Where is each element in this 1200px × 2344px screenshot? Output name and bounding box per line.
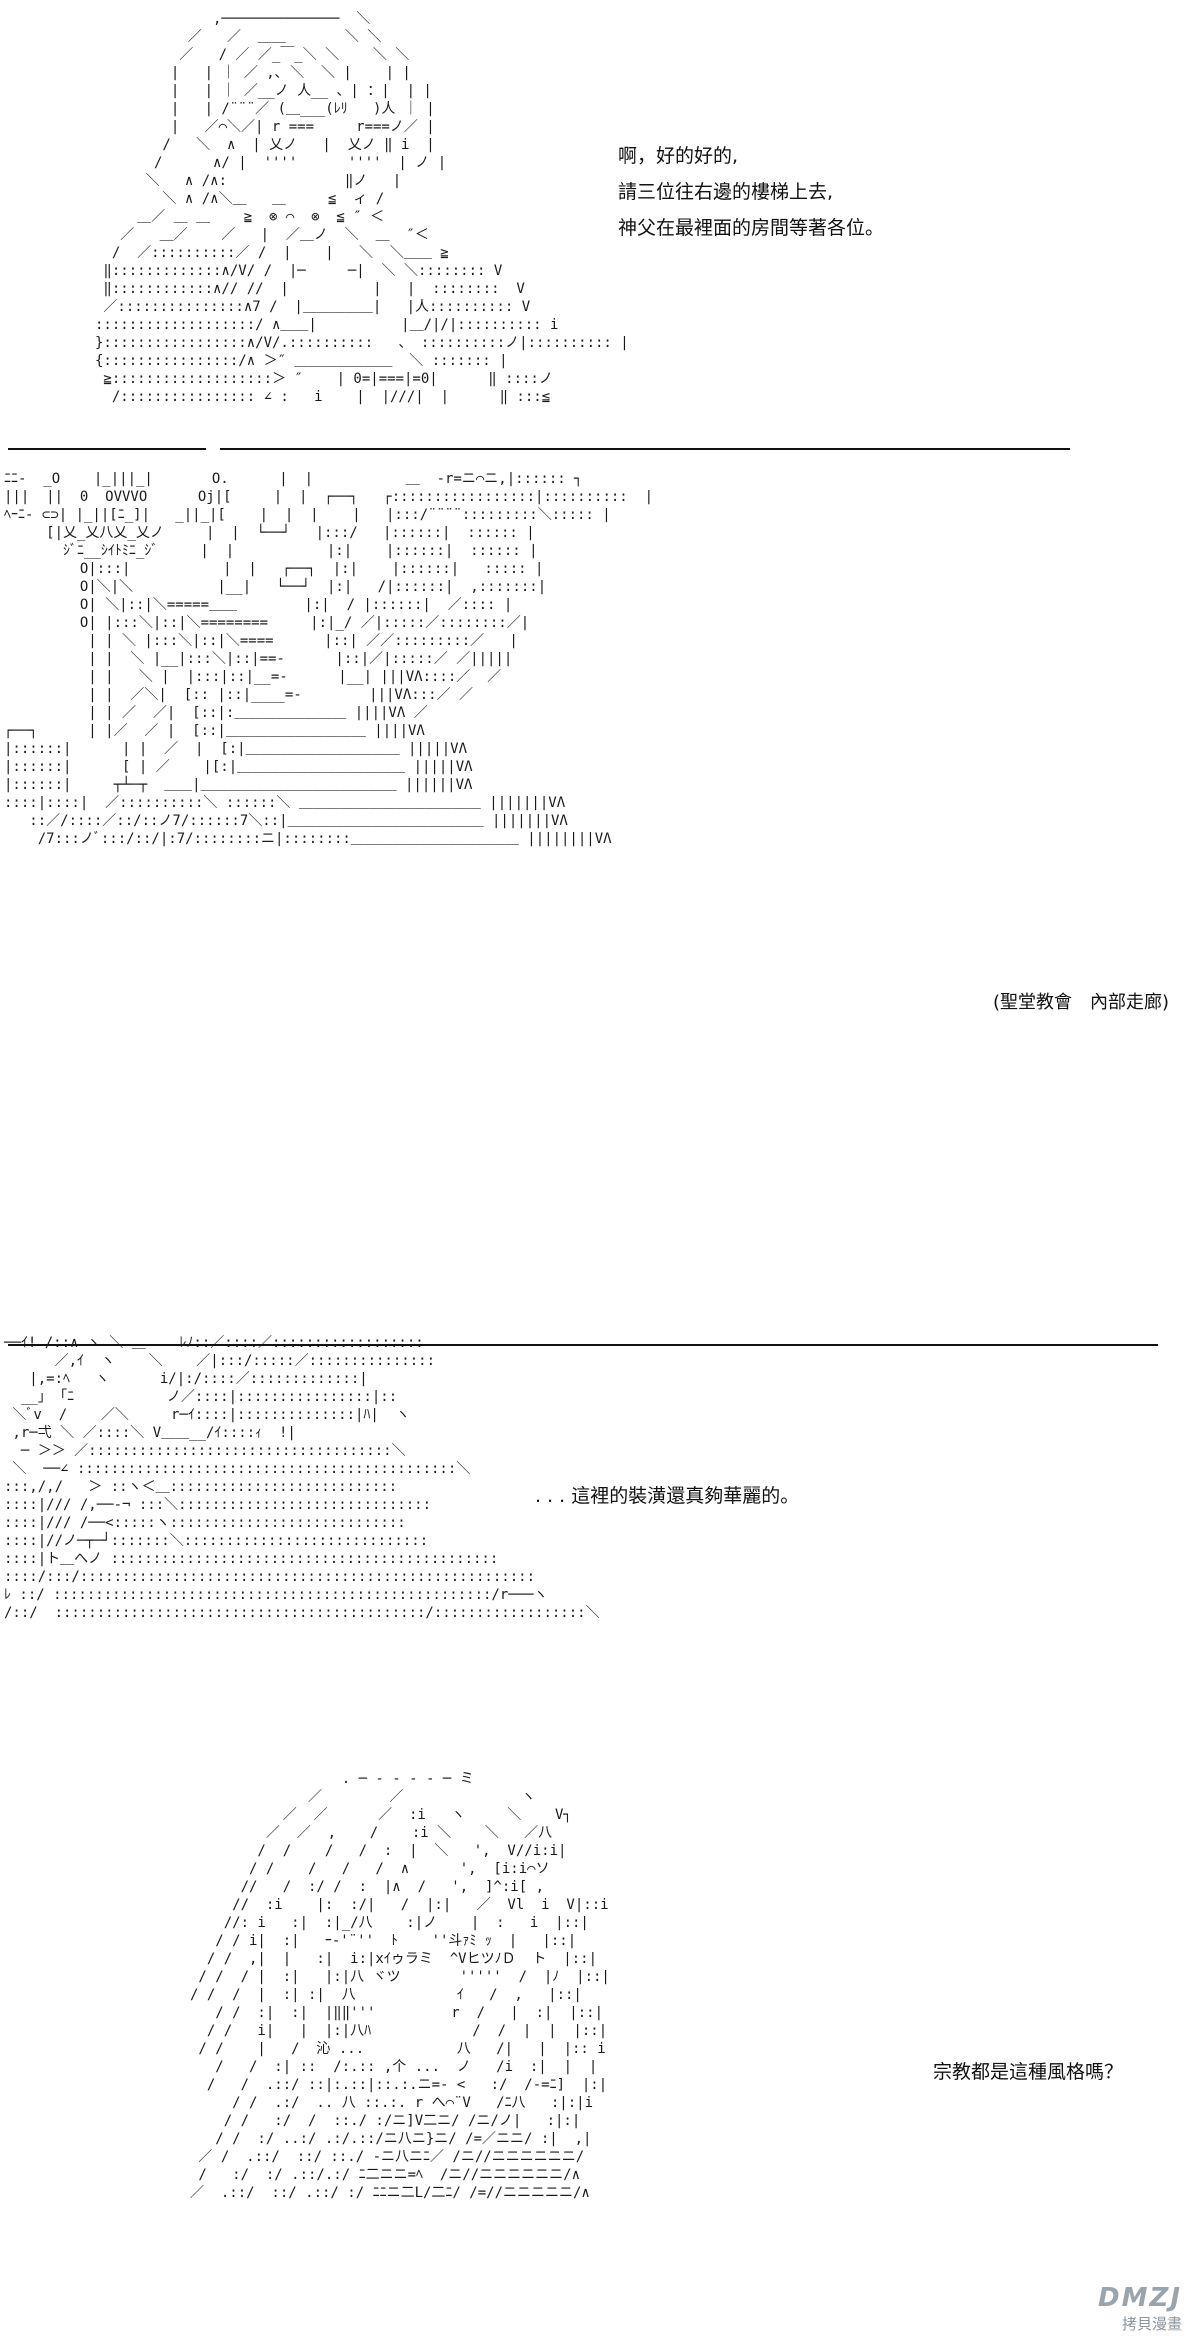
dialog-line: 請三位往右邊的樓梯上去,: [618, 181, 834, 203]
watermark-text: 拷貝漫畫: [1121, 2315, 1182, 2333]
ascii-art-girl: . ─ ‐ ‐ ‐ ‐ ─ ミ ／ ／ ヽ ／ ／ ／ :i ヽ ＼ V┐ ／ …: [190, 1771, 610, 2201]
dialog-line: 啊，好的好的,: [618, 145, 739, 167]
dialog-block-4: 宗教都是這種風格嗎？: [933, 2054, 1123, 2090]
ascii-art-figure-closeup: ──ｲ! /::∧ ヽ ＼ ＿ ﾚﾉ::／::::／::::::::::::::…: [4, 1335, 600, 1621]
location-caption: (聖堂教會 內部走廊): [993, 992, 1170, 1013]
watermark: DMZJ 拷貝漫畫: [1098, 2283, 1182, 2334]
dialog-line: 宗教都是這種風格嗎？: [933, 2061, 1124, 2083]
panel-divider: [8, 448, 206, 450]
dialog-block-1: 啊，好的好的, 請三位往右邊的樓梯上去, 神父在最裡面的房間等著各位。: [618, 138, 884, 246]
panel-divider: [220, 448, 1070, 450]
ascii-art-priest: ,────────────── ＼ ／ ／ ＿＿ ＼ ＼ ／ / ／ ／_￣_＼…: [95, 11, 629, 405]
dialog-line: 神父在最裡面的房間等著各位。: [618, 217, 885, 239]
dialog-line: . . . 這裡的裝潢還真夠華麗的。: [535, 1485, 800, 1507]
ascii-art-church-hallway: ﾆﾆ- _O |_|||_| O. | | ＿ -r=ニ⌒ニ,|:::::: ┐…: [4, 471, 654, 847]
dmzj-logo-icon: DMZJ: [1098, 2283, 1182, 2313]
panel-divider: [8, 1344, 1158, 1346]
dialog-block-3: . . . 這裡的裝潢還真夠華麗的。: [535, 1478, 799, 1514]
